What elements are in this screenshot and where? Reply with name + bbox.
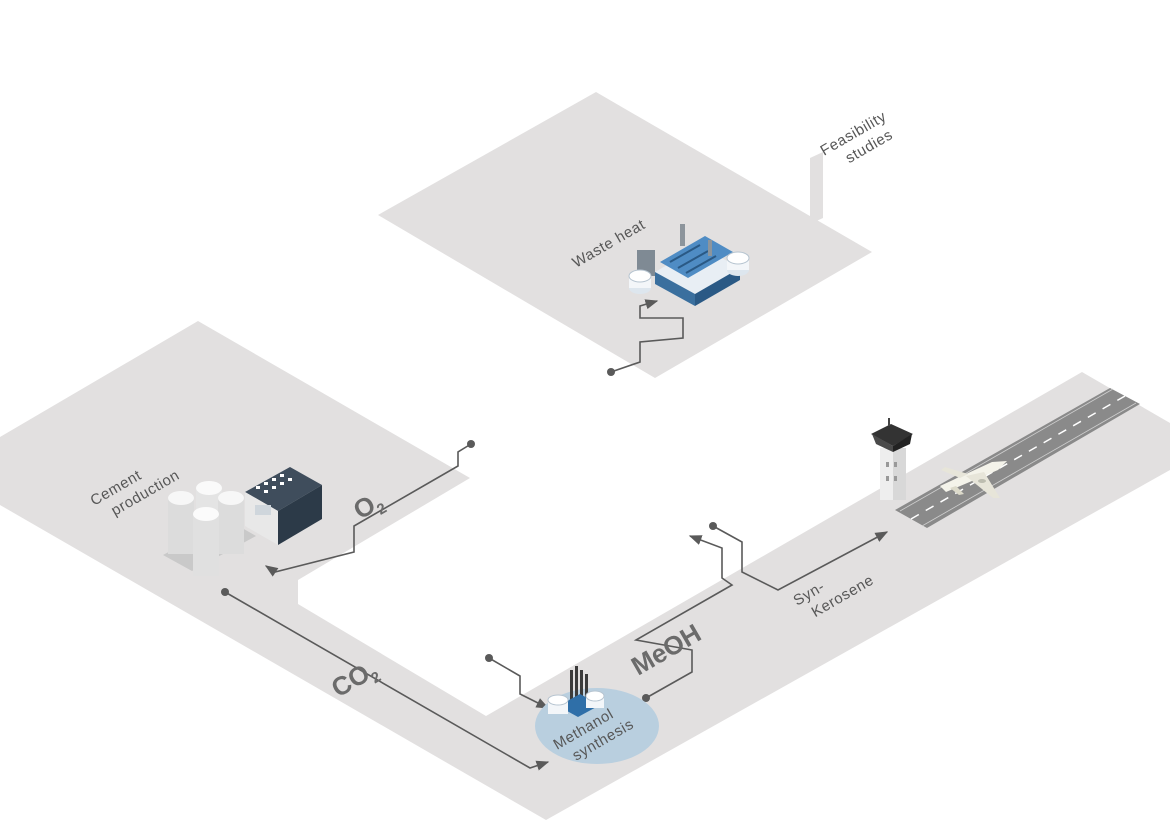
- kerosene-flow: [712, 525, 889, 591]
- co2-flow: [224, 591, 550, 771]
- runway: [895, 388, 1140, 528]
- ground-platform: [0, 321, 1170, 820]
- platforms: [0, 92, 1170, 820]
- airplane-icon: [940, 461, 1007, 498]
- meoh-flow: [633, 535, 734, 699]
- feasibility-post: [810, 152, 823, 224]
- methanol-input-flow: [488, 657, 550, 709]
- flow-lines: [221, 299, 889, 771]
- factory-icon: [628, 224, 750, 306]
- control-tower-icon: [871, 418, 913, 500]
- methanol-reactor-icon: [535, 666, 659, 764]
- cement-plant-icon: [163, 467, 322, 576]
- waste-heat-platform: [378, 92, 872, 378]
- o2-flow: [264, 443, 472, 577]
- feasibility-label: Feasibility studies: [818, 106, 904, 176]
- waste-heat-flow: [610, 299, 684, 373]
